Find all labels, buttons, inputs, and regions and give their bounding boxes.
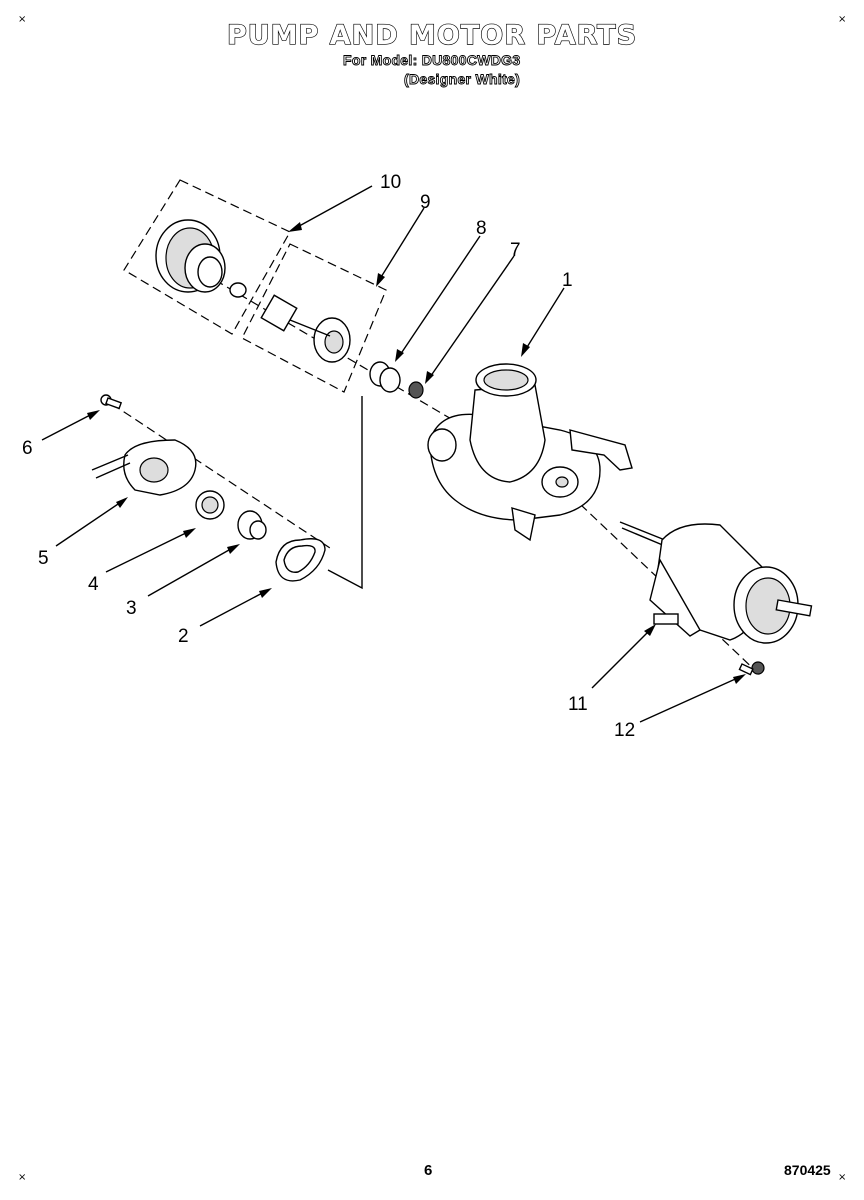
- model-line: For Model: DU800CWDG3: [343, 52, 521, 69]
- callout-11: 11: [568, 694, 588, 715]
- part-11-motor[interactable]: [619, 521, 813, 644]
- bracket-line: [327, 396, 363, 590]
- leader-lines: [41, 185, 746, 723]
- callout-3: 3: [126, 598, 137, 619]
- group-box-10: [123, 179, 291, 335]
- part-6-screw[interactable]: [100, 394, 123, 410]
- part-3-diaphragm[interactable]: [237, 510, 267, 540]
- callout-1: 1: [562, 270, 573, 291]
- callout-12: 12: [614, 720, 635, 741]
- part-2-gasket[interactable]: [275, 538, 326, 582]
- document-number: 870425: [784, 1162, 831, 1178]
- part-8-bushing[interactable]: [369, 361, 401, 393]
- page-number: 6: [424, 1162, 433, 1179]
- part-4-seal[interactable]: [195, 490, 225, 520]
- corner-mark-bottom-left: ×: [18, 1172, 27, 1183]
- axis-line-motor: [559, 484, 761, 676]
- part-12-screw[interactable]: [738, 661, 765, 676]
- part-5-pump-cover[interactable]: [91, 439, 197, 496]
- callout-2: 2: [178, 626, 189, 647]
- part-9-impeller[interactable]: [260, 294, 351, 363]
- callout-5: 5: [38, 548, 49, 569]
- callout-8: 8: [476, 218, 487, 239]
- callout-10: 10: [380, 172, 401, 193]
- page-title: PUMP AND MOTOR PARTS: [226, 19, 638, 51]
- part-7-washer[interactable]: [408, 381, 424, 399]
- group-box-9: [241, 243, 387, 393]
- callout-4: 4: [88, 574, 99, 595]
- callout-9: 9: [420, 192, 431, 213]
- corner-mark-top-right: ×: [838, 14, 847, 25]
- corner-mark-top-left: ×: [18, 14, 27, 25]
- part-1-pump-housing[interactable]: [427, 363, 633, 542]
- color-line: (Designer White): [404, 71, 521, 88]
- corner-mark-bottom-right: ×: [838, 1172, 847, 1183]
- part-10-seal-assembly[interactable]: [155, 219, 247, 298]
- callout-6: 6: [22, 438, 33, 459]
- axis-line-lower: [111, 403, 331, 549]
- callout-7: 7: [510, 240, 521, 261]
